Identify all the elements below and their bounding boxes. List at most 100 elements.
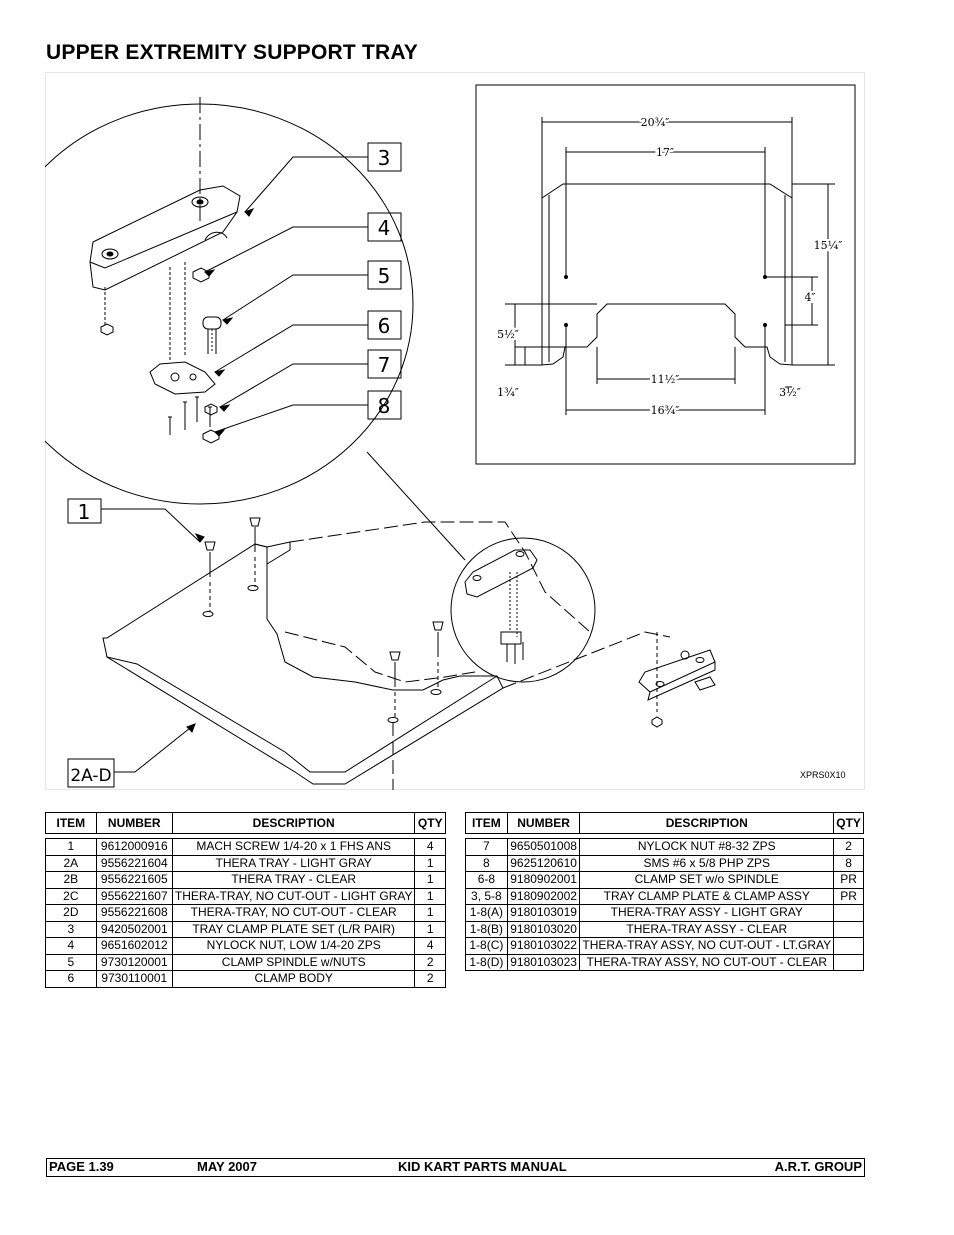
dim-bottom-width: 16¾″ [651, 404, 680, 417]
cell-description: THERA-TRAY, NO CUT-OUT - CLEAR [171, 904, 416, 922]
cell-number: 9180902002 [506, 887, 581, 905]
cell-item: 2B [45, 871, 97, 889]
tray-assembly-drawing: 3 4 5 6 7 8 1 2A-D 20¾″ 17″ 15¼″ 4″ 5½″ … [45, 72, 865, 790]
cell-item: 3 [45, 920, 97, 938]
dim-height: 15¼″ [814, 239, 843, 252]
cell-qty: 1 [414, 904, 446, 922]
callout-7: 7 [378, 353, 391, 377]
cell-qty [833, 920, 864, 938]
cell-number: 9556221605 [95, 871, 173, 889]
cell-description: THERA TRAY - CLEAR [171, 871, 416, 889]
callout-3: 3 [378, 146, 391, 170]
cell-qty: 1 [414, 854, 446, 872]
cell-qty: PR [833, 887, 864, 905]
cell-item: 1-8(C) [465, 937, 508, 955]
cell-number: 9730120001 [95, 953, 173, 971]
dim-right-corner: 3½″ [779, 386, 801, 399]
page-footer: PAGE 1.39 MAY 2007 KID KART PARTS MANUAL… [46, 1158, 865, 1177]
cell-description: THERA-TRAY ASSY, NO CUT-OUT - LT.GRAY [579, 937, 835, 955]
cell-description: CLAMP BODY [171, 970, 416, 988]
cell-number: 9556221608 [95, 904, 173, 922]
dim-bottom-corner: 1¾″ [497, 386, 519, 399]
cell-qty: 1 [414, 871, 446, 889]
cell-number: 9650501008 [506, 838, 581, 856]
dim-inner-width: 17″ [656, 146, 674, 159]
cell-qty: 2 [414, 970, 446, 988]
cell-item: 7 [465, 838, 508, 856]
callout-5: 5 [378, 264, 391, 288]
clamp-plate [89, 185, 241, 291]
cell-item: 1-8(D) [465, 953, 508, 971]
cell-description: TRAY CLAMP PLATE SET (L/R PAIR) [171, 920, 416, 938]
cell-number: 9180103022 [506, 937, 581, 955]
cell-item: 5 [45, 953, 97, 971]
cell-description: NYLOCK NUT #8-32 ZPS [579, 838, 835, 856]
header-qty: QTY [414, 812, 446, 834]
cell-item: 8 [465, 854, 508, 872]
cell-description: THERA TRAY - LIGHT GRAY [171, 854, 416, 872]
cell-description: THERA-TRAY ASSY, NO CUT-OUT - CLEAR [579, 953, 835, 971]
cell-description: CLAMP SPINDLE w/NUTS [171, 953, 416, 971]
detail-view-circle [45, 103, 414, 505]
cell-number: 9612000916 [95, 838, 173, 856]
cell-qty: 1 [414, 887, 446, 905]
callout-4: 4 [378, 216, 391, 240]
callout-2a-d: 2A-D [70, 766, 111, 786]
cell-number: 9730110001 [95, 970, 173, 988]
dimension-view-frame [475, 84, 856, 465]
cell-number: 9556221607 [95, 887, 173, 905]
cell-qty [833, 904, 864, 922]
cell-qty: 8 [833, 854, 864, 872]
dim-notch-depth: 4″ [804, 291, 815, 304]
cell-description: THERA-TRAY ASSY - CLEAR [579, 920, 835, 938]
cell-description: TRAY CLAMP PLATE & CLAMP ASSY [579, 887, 835, 905]
cell-number: 9651602012 [95, 937, 173, 955]
cell-qty [833, 937, 864, 955]
cell-item: 2C [45, 887, 97, 905]
cell-item: 6-8 [465, 871, 508, 889]
cell-number: 9180103023 [506, 953, 581, 971]
cell-qty: 2 [414, 953, 446, 971]
cell-number: 9420502001 [95, 920, 173, 938]
thera-tray [102, 543, 504, 785]
footer-date: MAY 2007 [197, 1159, 257, 1174]
header-number: NUMBER [506, 812, 581, 834]
cell-description: THERA-TRAY ASSY - LIGHT GRAY [579, 904, 835, 922]
dim-cutout-width: 11½″ [651, 373, 680, 386]
tray-outline [541, 183, 793, 366]
callout-1: 1 [78, 500, 91, 524]
cell-item: 6 [45, 970, 97, 988]
footer-page: PAGE 1.39 [49, 1159, 114, 1174]
cell-item: 2D [45, 904, 97, 922]
page-title: UPPER EXTREMITY SUPPORT TRAY [46, 41, 419, 64]
cell-number: 9625120610 [506, 854, 581, 872]
cell-item: 2A [45, 854, 97, 872]
header-description: DESCRIPTION [579, 812, 835, 834]
figure-code: XPRS0X10 [800, 770, 846, 780]
small-detail-circle [450, 537, 596, 683]
header-item: ITEM [465, 812, 508, 834]
dim-side-height: 5½″ [497, 328, 519, 341]
dim-top-width: 20¾″ [641, 116, 670, 129]
cell-number: 9180103019 [506, 904, 581, 922]
cell-qty: PR [833, 871, 864, 889]
cell-description: MACH SCREW 1/4-20 x 1 FHS ANS [171, 838, 416, 856]
cell-item: 1 [45, 838, 97, 856]
header-item: ITEM [45, 812, 97, 834]
header-number: NUMBER [95, 812, 173, 834]
